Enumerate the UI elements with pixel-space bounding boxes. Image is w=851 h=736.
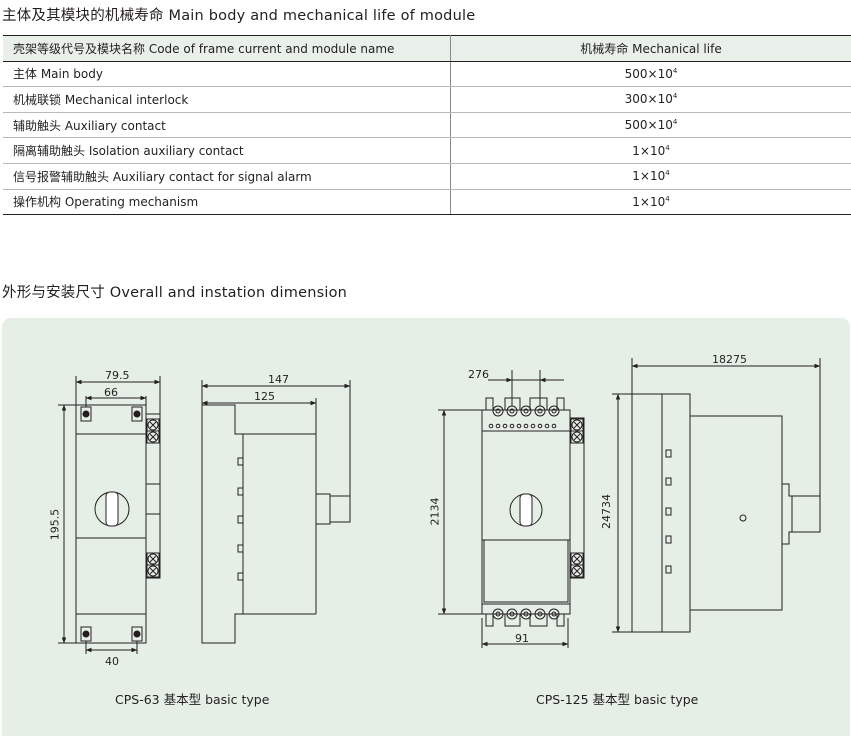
- dim-label-height-outer: 24734: [600, 494, 613, 529]
- dim-label-width-outer: 79.5: [105, 369, 130, 382]
- row-name: 辅助触头 Auxiliary contact: [3, 112, 451, 139]
- header-mechanical-life: 机械寿命 Mechanical life: [450, 35, 851, 62]
- cps125-side-view: [631, 393, 821, 633]
- header-module-name: 壳架等级代号及模块名称 Code of frame current and mo…: [3, 35, 451, 62]
- table-row: 隔离辅助触头 Isolation auxiliary contact 1×104: [3, 137, 851, 164]
- row-life: 1×104: [450, 137, 851, 164]
- dim-label-bottom: 91: [515, 632, 529, 645]
- cps63-side-view: [201, 404, 351, 644]
- row-name: 隔离辅助触头 Isolation auxiliary contact: [3, 137, 451, 164]
- dimension-drawings: [58, 358, 821, 654]
- row-life: 1×104: [450, 189, 851, 216]
- row-name: 操作机构 Operating mechanism: [3, 189, 451, 216]
- dim-label-bottom: 40: [105, 655, 119, 668]
- dim-label-depth-inner: 125: [254, 390, 275, 403]
- row-name: 信号报警辅助触头 Auxiliary contact for signal al…: [3, 163, 451, 190]
- dim-label-depth-outer: 147: [268, 373, 289, 386]
- row-life: 500×104: [450, 112, 851, 139]
- row-name: 主体 Main body: [3, 61, 451, 88]
- dim-label-depth: 18275: [712, 353, 747, 366]
- dimension-drawing-panel: 79.5 66 195.5 40 147 125 276 2134 91 182…: [2, 318, 850, 736]
- table-row: 机械联锁 Mechanical interlock 300×104: [3, 86, 851, 113]
- dim-label-height-inner: 2134: [428, 497, 442, 526]
- cps63-front-view: [75, 404, 161, 644]
- row-life: 500×104: [450, 61, 851, 88]
- table-row: 主体 Main body 500×104: [3, 61, 851, 88]
- section-title-dimension: 外形与安装尺寸 Overall and instation dimension: [2, 285, 348, 301]
- caption-cps125: CPS-125 基本型 basic type: [536, 692, 699, 707]
- section-title-mechanical-life: 主体及其模块的机械寿命 Main body and mechanical lif…: [2, 8, 476, 24]
- table-header-row: 壳架等级代号及模块名称 Code of frame current and mo…: [3, 35, 851, 62]
- table-row: 信号报警辅助触头 Auxiliary contact for signal al…: [3, 163, 851, 190]
- dim-label-width-inner: 66: [104, 386, 118, 399]
- row-name: 机械联锁 Mechanical interlock: [3, 86, 451, 113]
- table-row: 辅助触头 Auxiliary contact 500×104: [3, 112, 851, 139]
- dim-label-top: 276: [468, 368, 489, 381]
- dim-label-height: 195.5: [48, 508, 62, 541]
- table-row: 操作机构 Operating mechanism 1×104: [3, 189, 851, 216]
- row-life: 300×104: [450, 86, 851, 113]
- caption-cps63: CPS-63 基本型 basic type: [115, 692, 270, 707]
- mechanical-life-table: 壳架等级代号及模块名称 Code of frame current and mo…: [3, 35, 851, 216]
- row-life: 1×104: [450, 163, 851, 190]
- cps125-front-view: [481, 397, 585, 627]
